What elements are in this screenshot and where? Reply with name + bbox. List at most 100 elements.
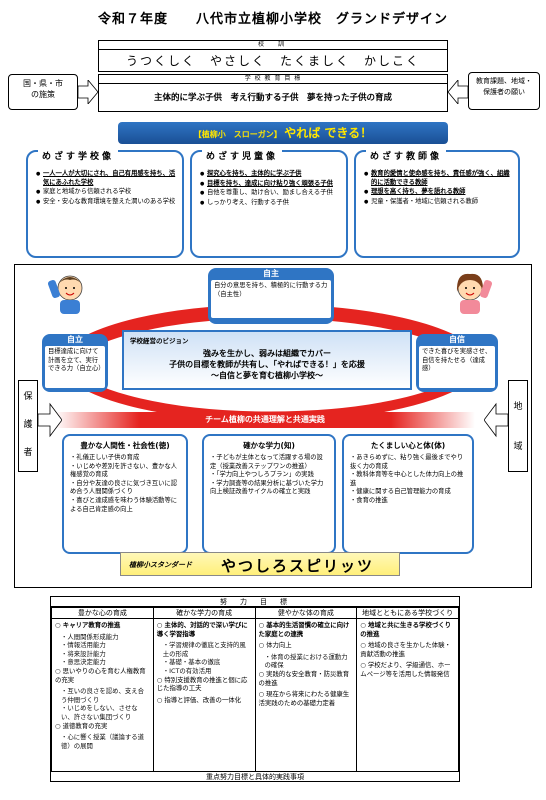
plan-cell-3: ○ 基本的生活習慣の確立に向けた家庭との連携 ○ 体力向上・体育の授業における運動… (254, 618, 358, 771)
school-goal-text: 主体的に学ぶ子供 考え行動する子供 夢を持った子供の育成 (153, 93, 392, 103)
list-item: 自他を尊重し、助け合い、励まし合える子供 (200, 189, 340, 198)
jiritsu-box: 自立 目標達成に向けて計画を立て、実行できる力（自立心） (42, 334, 108, 392)
list-item: ・食育の推進 (350, 496, 388, 504)
guardian-label: 保護者 (18, 380, 38, 472)
plan-col-1: 豊かな心の育成 (51, 607, 154, 619)
jishin-box: 自信 できた喜びを実感させ、自信を持たせる（達成感） (416, 334, 498, 392)
slogan-prefix: 【植柳小 スローガン】 (193, 130, 282, 139)
plan-item: ○ 基本的生活習慣の確立に向けた家庭との連携 (258, 621, 350, 638)
community-char: 地 (513, 402, 523, 412)
ideal-student-title: めざす児童像 (202, 150, 283, 165)
plan-item: ・体育の授業における運動力の確保 (264, 652, 348, 670)
plan-item: ○ 実践的な安全教育・防災教育の推進 (258, 669, 350, 687)
list-item: ・自分や友達の良さに気づき互いに認め合う人間関係づくり (70, 479, 178, 496)
standard-value: やつしろスピリッツ (221, 557, 375, 575)
plan-item: ・いじめをしない、させない、許さない集団づくり (61, 704, 138, 721)
ideal-student: めざす児童像 探究心を持ち、主体的に学ぶ子供 目標を持ち、達成に向け粘り強く頑張… (190, 150, 348, 258)
standard-bar: 植柳小スタンダード やつしろスピリッツ (120, 552, 400, 576)
standard-label: 植柳小スタンダード (129, 561, 192, 569)
vision-line-2: 子供の目標を教師が共有し、「やればできる！」を応援 (169, 360, 365, 369)
vision-label: 学校経営のビジョン (130, 337, 189, 345)
list-item: 児童・保護者・地域に信頼される教師 (364, 198, 512, 207)
main-frame (14, 264, 532, 588)
slogan-main: やれば できる！ (284, 126, 373, 140)
school-goal-box: 学 校 教 育 目 標 主体的に学ぶ子供 考え行動する子供 夢を持った子供の育成 (98, 74, 448, 112)
plan-header: 努 力 目 標 (51, 597, 459, 607)
list-item: ・健康に関する自己管理能力の育成 (350, 488, 451, 496)
left-arrow-icon (448, 80, 468, 104)
slogan-banner: 【植柳小 スローガン】 やれば できる！ (118, 122, 448, 144)
list-item: ・「学力向上やつしろプラン」の実践 (210, 471, 314, 479)
needs-box: 教育課題、地域・ 保護者の願い (468, 72, 540, 110)
plan-item: ○ 特別支援教育の推進と個に応じた指導の工夫 (156, 675, 248, 693)
boy-icon (48, 275, 83, 314)
plan-footer: 重点努力目標と具体的実践事項 (51, 771, 459, 781)
list-item: 家庭と地域から信頼される学校 (36, 188, 176, 197)
area-moral: 豊かな人間性・社会性(徳) ・礼儀正しい子供の育成 ・いじめや差別を許さない、豊… (62, 434, 188, 554)
vision-line-1: 強みを生かし、弱みは組織でカバー (203, 349, 331, 358)
plan-col-3: 健やかな体の育成 (254, 607, 358, 619)
community-char: 域 (513, 442, 523, 452)
ideal-teacher-title: めざす教師像 (366, 150, 447, 165)
ideal-school: めざす学校像 一人一人が大切にされ、自己有用感を持ち、活気にあふれた学校 家庭と… (26, 150, 184, 258)
guardian-text: 保護者 (19, 381, 37, 467)
plan-item: ・意思決定能力 (61, 658, 106, 667)
jishu-box: 自主 自分の意思を持ち、積極的に行動する力（自主性） (208, 268, 334, 324)
guardian-char: 保 (23, 392, 33, 402)
needs-text: 教育課題、地域・ 保護者の願い (476, 77, 532, 96)
ideal-teacher: めざす教師像 教育的愛情と使命感を持ち、責任感が強く、組織的に活動できる教師 理… (354, 150, 520, 258)
plan-item: ・将来設計能力 (61, 649, 106, 658)
arrow-right-side-icon (484, 402, 508, 438)
ideal-student-list: 探究心を持ち、主体的に学ぶ子供 目標を持ち、達成に向け粘り強く頑張る子供 自他を… (200, 170, 340, 208)
area-academic-body: ・子どもが主体となって活躍する場の設定（授業改善ステップワンの推進） ・「学力向… (204, 451, 334, 500)
area-academic: 確かな学力(知) ・子どもが主体となって活躍する場の設定（授業改善ステップワンの… (202, 434, 336, 554)
arrow-left-side-icon (38, 402, 62, 438)
plan-cell-1: ○ キャリア教育の推進・人間関係形成能力・情報活用能力・将来設計能力・意思決定能… (51, 618, 154, 771)
plan-item: ・情報活用能力 (61, 641, 106, 650)
motto-box: 校 訓 うつくしく やさしく たくましく かしこく (98, 40, 448, 72)
plan-item: ○ 地域と共に生きる学校づくりの推進 (360, 621, 452, 638)
motto-text: うつくしく やさしく たくましく かしこく (125, 54, 420, 68)
list-item: 一人一人が大切にされ、自己有用感を持ち、活気にあふれた学校 (36, 170, 176, 187)
plan-item: ○ キャリア教育の推進 (55, 621, 121, 629)
plan-item: ○ 体力向上 (258, 641, 292, 650)
plan-item: ○ 指導と評価、改善の一体化 (156, 695, 242, 704)
list-item: ・子どもが主体となって活躍する場の設定（授業改善ステップワンの推進） (210, 454, 323, 470)
area-academic-title: 確かな学力(知) (243, 441, 295, 450)
plan-item: ○ 主体的、対話的で深い学びに導く学習指導 (156, 621, 248, 638)
guardian-char: 護 (23, 420, 33, 430)
plan-item: ・ICTの有効活用 (162, 666, 212, 675)
list-item: 目標を持ち、達成に向け粘り強く頑張る子供 (200, 180, 340, 189)
right-arrow-icon (78, 80, 98, 104)
list-item: ・学力調査等の結果分析に基づいた学力向上検証改善サイクルの確立と実践 (210, 479, 324, 496)
list-item: 理想を高く持ち、夢を語れる教師 (364, 188, 512, 197)
list-item: ・あきらめずに、粘り強く最後までやり抜く力の育成 (350, 454, 464, 470)
plan-item: ・基礎・基本の徹底 (162, 658, 221, 667)
plan-col-4: 地域とともにある学校づくり (356, 607, 459, 619)
area-physical-title: たくましい心と体(体) (370, 441, 446, 450)
plan-cell-2: ○ 主体的、対話的で深い学びに導く学習指導・学習規律の徹底と支持的風土の形成・基… (152, 618, 256, 771)
plan-item: ○ 現在から将来にわたる健康生活実践のための基礎力定着 (258, 690, 350, 707)
jishu-title: 自主 (263, 269, 279, 278)
team-band: チーム植柳の共通理解と共通実践 (55, 412, 475, 428)
list-item: ・礼儀正しい子供の育成 (70, 454, 140, 461)
ideal-school-title: めざす学校像 (38, 150, 119, 165)
girl-icon (456, 273, 492, 314)
plan-cell-4: ○ 地域と共に生きる学校づくりの推進○ 地域の良さを生かした体験・貢献活動の推進… (356, 618, 459, 771)
plan-item: ・学習規律の徹底と支持的風土の形成 (162, 641, 246, 658)
policy-box: 国・県・市 の施策 (8, 74, 78, 110)
jishin-body: できた喜びを実感させ、自信を持たせる（達成感） (419, 346, 495, 388)
area-physical-body: ・あきらめずに、粘り強く最後までやり抜く力の育成 ・教科体育等を中心とした体力向… (344, 451, 472, 509)
plan-item: ○ 思いやりの心を育む人権教育の充実 (55, 666, 146, 684)
community-label: 地域 (508, 380, 528, 472)
list-item: ・教科体育等を中心とした体力向上の推進 (350, 471, 464, 487)
list-item: ・喜びと達成感を味わう体験活動等による自己肯定感の向上 (70, 496, 178, 513)
area-physical: たくましい心と体(体) ・あきらめずに、粘り強く最後までやり抜く力の育成 ・教科… (342, 434, 474, 554)
ideal-school-list: 一人一人が大切にされ、自己有用感を持ち、活気にあふれた学校 家庭と地域から信頼さ… (36, 170, 176, 207)
motto-label: 校 訓 (99, 41, 447, 50)
plan-item: ・心に響く授業（議論する道徳）の展開 (61, 733, 145, 750)
area-moral-body: ・礼儀正しい子供の育成 ・いじめや差別を許さない、豊かな人権感覚の育成 ・自分や… (64, 451, 186, 517)
list-item: 教育的愛情と使命感を持ち、責任感が強く、組織的に活動できる教師 (364, 170, 512, 187)
page-title: 令和７年度 八代市立植柳小学校 グランドデザイン (97, 12, 448, 27)
vision-box: 学校経営のビジョン 強みを生かし、弱みは組織でカバー 子供の目標を教師が共有し、… (122, 330, 412, 390)
